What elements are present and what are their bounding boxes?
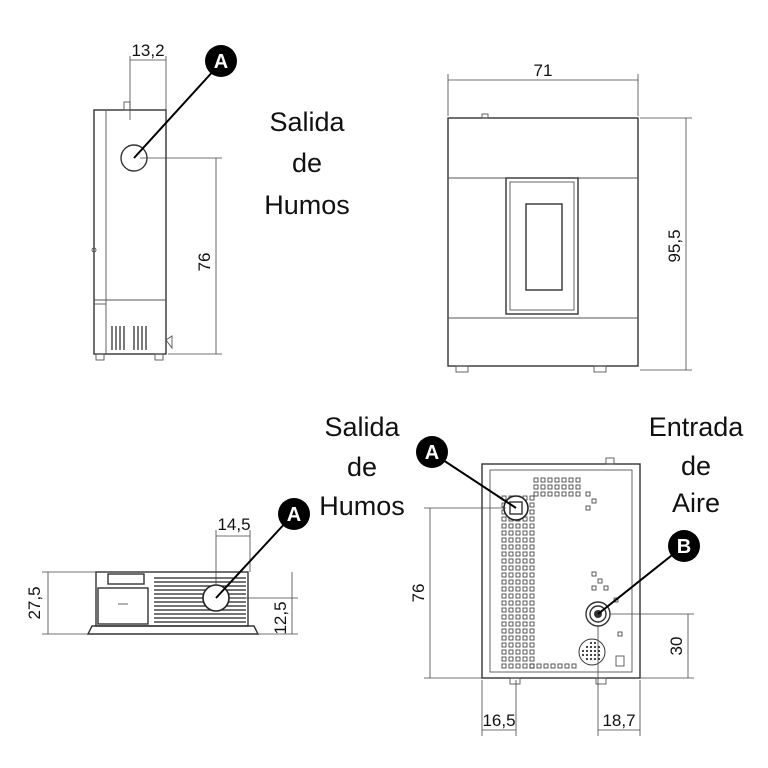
side-view: 13,2 76 A bbox=[91, 41, 237, 361]
rear-vent-pattern bbox=[501, 477, 623, 669]
smoke-outlet-label-bottom: Salida de Humos bbox=[319, 412, 405, 521]
side-dim-outlet-height: 76 bbox=[195, 253, 214, 272]
side-callout-a-letter: A bbox=[214, 51, 228, 73]
side-dim-outlet-offset: 13,2 bbox=[131, 41, 164, 60]
top-view: 27,5 14,5 12,5 A bbox=[25, 498, 310, 635]
rear-callout-b-badge bbox=[668, 530, 700, 562]
smoke-outlet-label-bottom-line3: Humos bbox=[319, 491, 405, 521]
front-view: 71 95,5 bbox=[447, 61, 692, 373]
front-window bbox=[525, 203, 563, 291]
rear-dim-outlet-side: 16,5 bbox=[482, 711, 515, 730]
rear-dim-outlet-height: 76 bbox=[409, 584, 428, 603]
front-body-outline bbox=[447, 117, 639, 367]
rear-dim-inlet-side: 18,7 bbox=[602, 711, 635, 730]
air-inlet-label: Entrada de Aire bbox=[649, 412, 745, 518]
rear-callout-a-badge bbox=[416, 436, 448, 468]
smoke-outlet-label-bottom-line2: de bbox=[347, 452, 377, 482]
rear-callout-b-letter: B bbox=[677, 536, 691, 558]
smoke-outlet-label-bottom-line1: Salida bbox=[324, 412, 400, 442]
air-inlet-label-line2: de bbox=[681, 451, 711, 481]
side-vent-grill bbox=[111, 326, 147, 350]
side-callout-a-badge bbox=[205, 45, 237, 77]
front-door bbox=[505, 177, 579, 315]
front-dim-height: 95,5 bbox=[665, 229, 684, 262]
smoke-outlet-label-line1: Salida bbox=[269, 107, 345, 137]
top-dim-depth: 27,5 bbox=[25, 586, 44, 619]
top-callout-a-letter: A bbox=[287, 504, 301, 526]
rear-callout-a-letter: A bbox=[425, 442, 439, 464]
rear-view: 76 30 16,5 18,7 A B bbox=[409, 436, 700, 736]
rear-dim-inlet-height: 30 bbox=[667, 637, 686, 656]
front-dim-width: 71 bbox=[534, 61, 553, 80]
rear-body-outline bbox=[481, 463, 641, 679]
smoke-outlet-label-top: Salida de Humos bbox=[264, 107, 350, 220]
top-dim-outlet-height: 12,5 bbox=[271, 601, 290, 634]
top-callout-a-badge bbox=[278, 498, 310, 530]
top-dim-outlet-offset: 14,5 bbox=[217, 515, 250, 534]
smoke-outlet-label-line3: Humos bbox=[264, 190, 350, 220]
top-vent-grill bbox=[154, 577, 246, 623]
air-inlet-label-line3: Aire bbox=[672, 488, 720, 518]
air-inlet-label-line1: Entrada bbox=[649, 412, 745, 442]
side-body-outline bbox=[93, 109, 167, 355]
smoke-outlet-label-line2: de bbox=[292, 148, 322, 178]
